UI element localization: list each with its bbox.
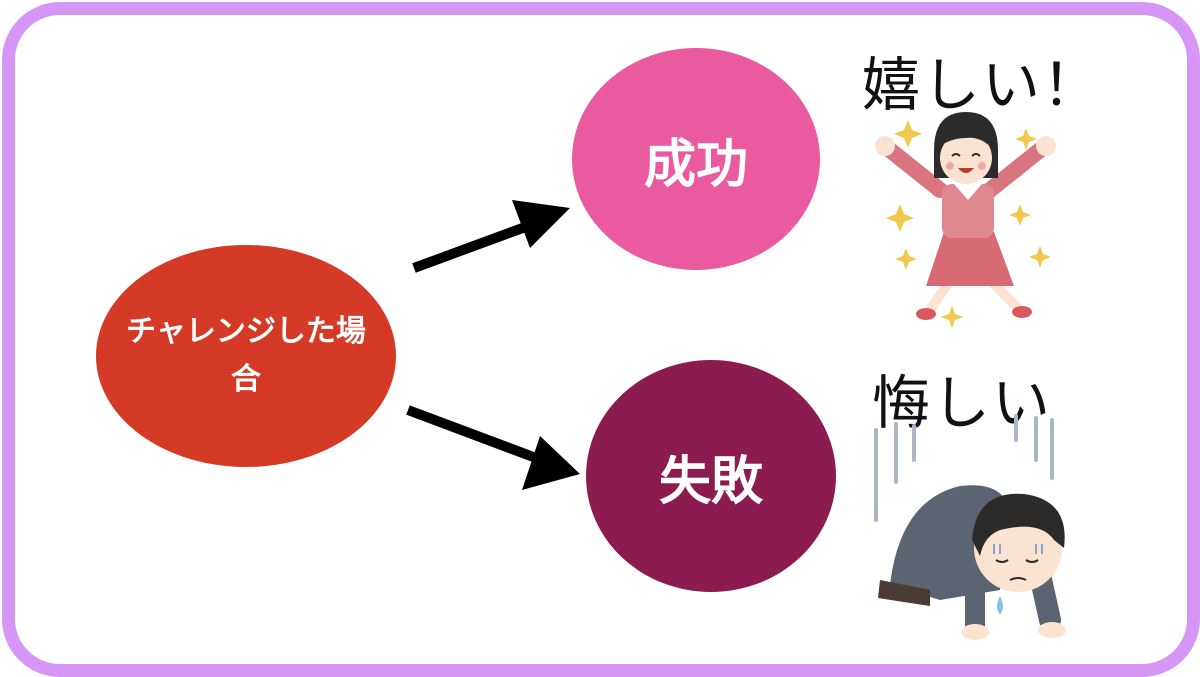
success-node: 成功 xyxy=(572,48,820,270)
challenge-label: チャレンジした場合 xyxy=(126,314,366,397)
happy-woman-illustration xyxy=(875,112,1056,328)
gloom-lines-icon xyxy=(874,414,1054,522)
tear-icon xyxy=(997,596,1003,614)
despair-shading xyxy=(993,544,1043,554)
happy-caption: 嬉しい！ xyxy=(862,51,1103,119)
regret-caption: 悔しい xyxy=(872,369,1053,437)
sparkle-icons xyxy=(886,120,1051,328)
success-label: 成功 xyxy=(643,134,748,195)
challenge-node: チャレンジした場合 xyxy=(96,245,396,467)
arrow-to-failure xyxy=(406,405,580,490)
disappointed-man-illustration xyxy=(874,414,1066,640)
failure-label: 失敗 xyxy=(658,451,763,512)
failure-node: 失敗 xyxy=(586,360,836,592)
arrow-to-success xyxy=(412,200,570,273)
